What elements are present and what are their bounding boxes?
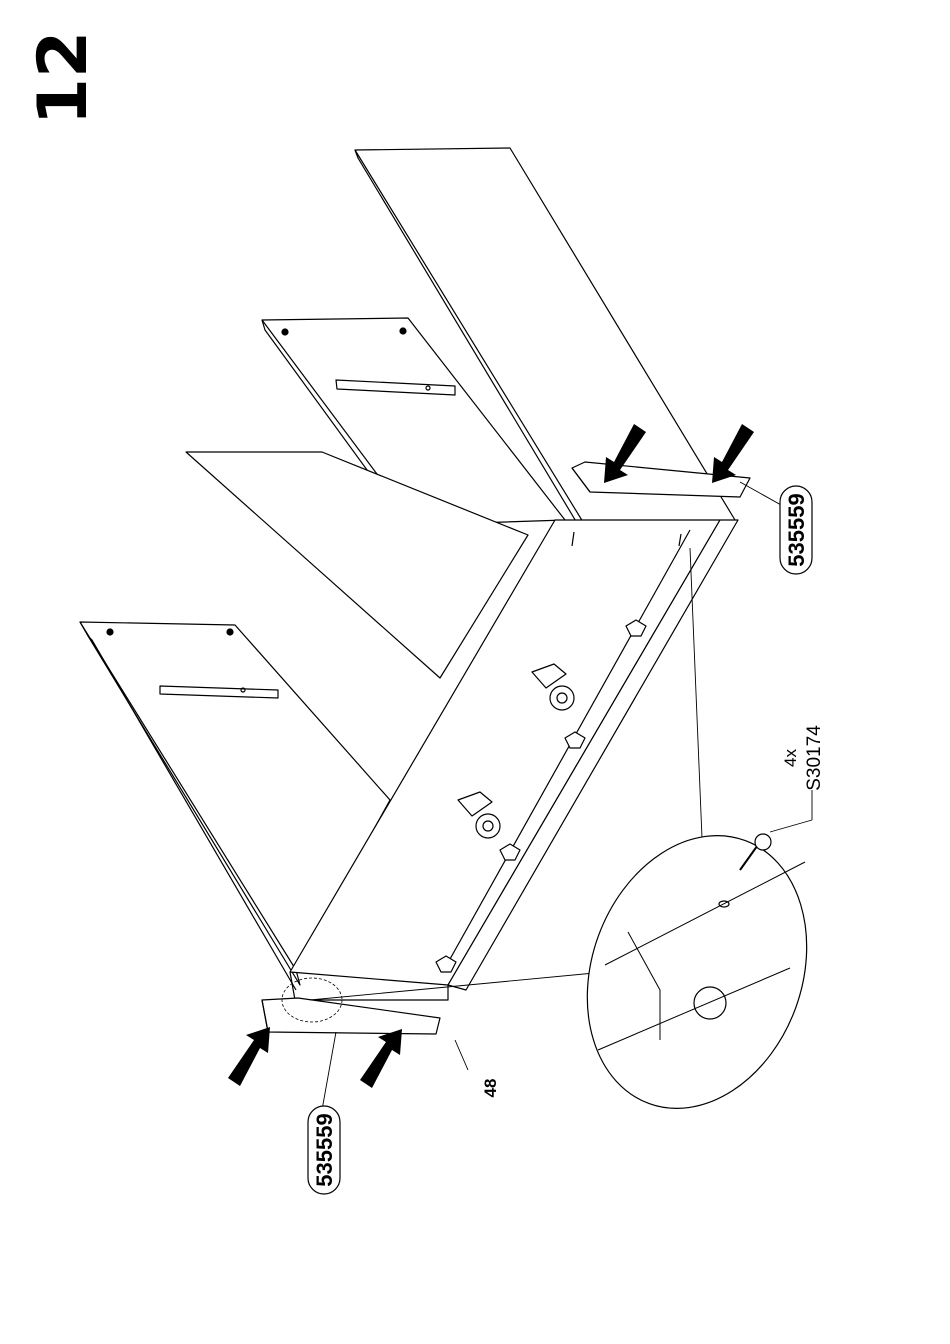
detail-magnifier	[550, 805, 843, 1140]
arrow-icon	[228, 1027, 270, 1086]
step-number: 12	[24, 31, 103, 126]
arrow-icon	[360, 1029, 402, 1088]
part-number-bottom: 535559	[312, 1113, 337, 1186]
dimension-label: 48	[481, 1079, 500, 1098]
part-label-top: 535559	[780, 486, 812, 574]
end-cap-bottom	[262, 998, 440, 1034]
part-label-bottom: 535559	[308, 1106, 340, 1194]
arrow-icon	[712, 424, 754, 483]
screw-code: S30174	[804, 725, 825, 791]
screw-quantity: 4x	[781, 749, 800, 767]
part-number-top: 535559	[784, 493, 809, 566]
